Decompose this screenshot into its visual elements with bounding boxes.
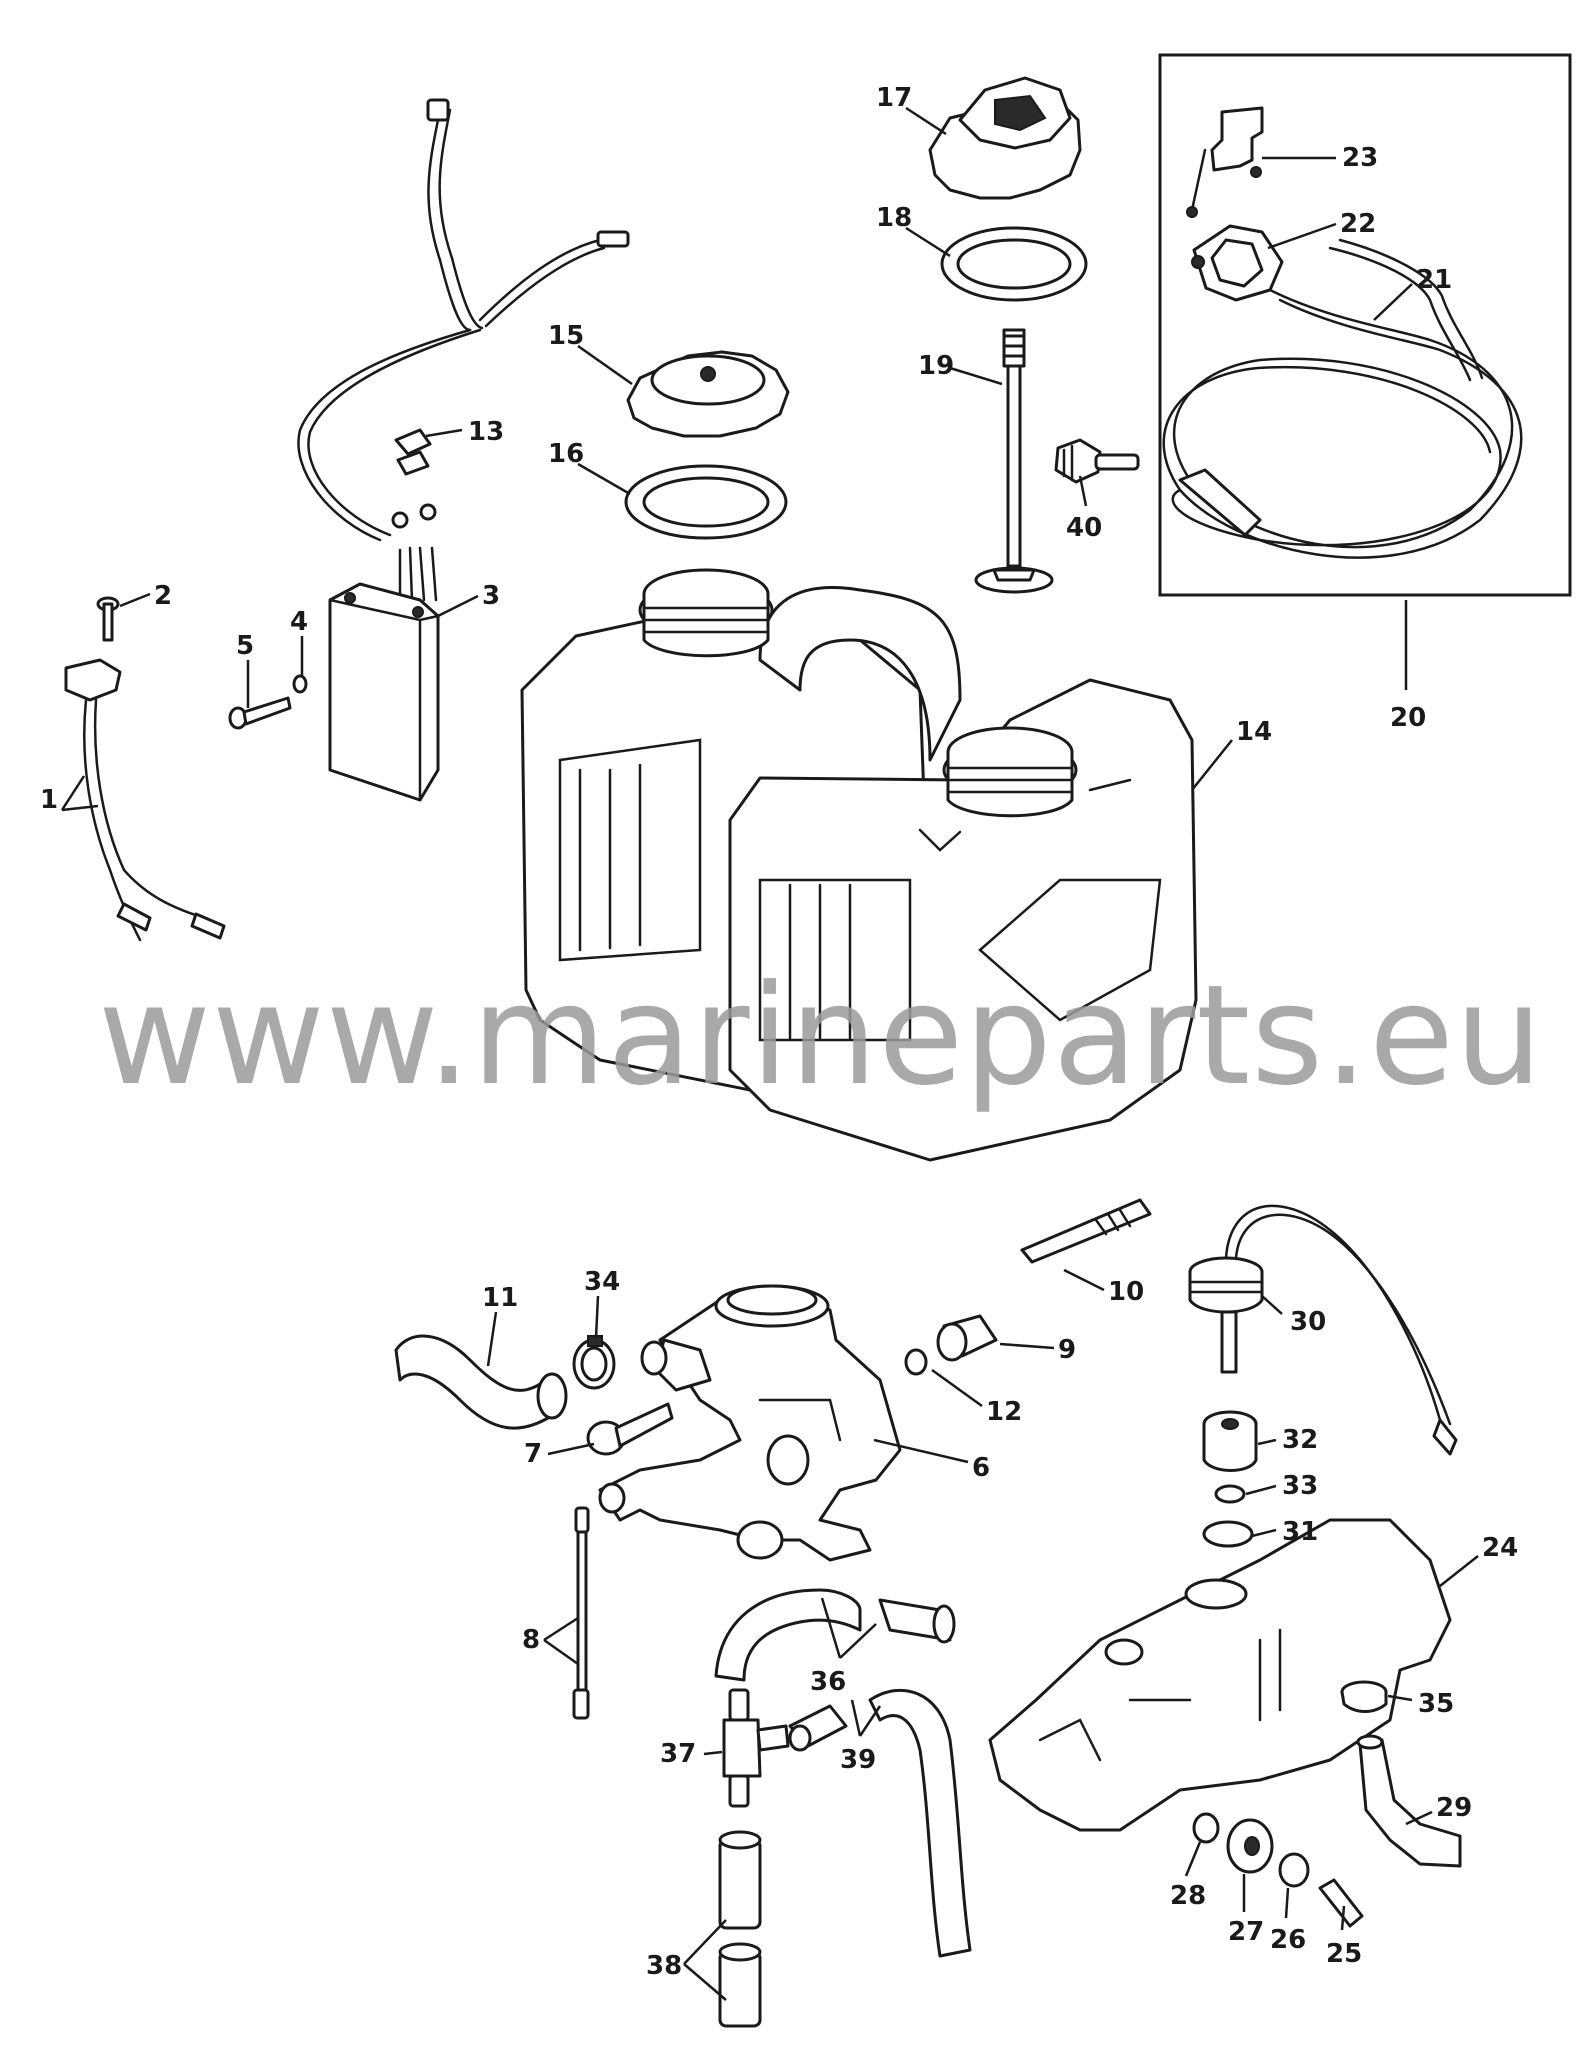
hose-part-38 (718, 1830, 762, 2028)
callout-15: 15 (548, 321, 584, 351)
tank-cap-part-15 (626, 350, 790, 438)
gasket-part-16 (624, 464, 788, 540)
fuel-cap-part-17 (928, 76, 1082, 200)
callout-38: 38 (646, 1951, 682, 1981)
callout-17: 17 (876, 83, 912, 113)
pickup-tube-part-19 (974, 328, 1054, 594)
callout-23: 23 (1342, 143, 1378, 173)
callout-29: 29 (1436, 1793, 1472, 1823)
callout-31: 31 (1282, 1517, 1318, 1547)
callout-13: 13 (468, 417, 504, 447)
callout-12: 12 (986, 1397, 1022, 1427)
callout-2: 2 (154, 581, 172, 611)
callout-32: 32 (1282, 1425, 1318, 1455)
fuel-hose-part-21 (1162, 238, 1523, 559)
hose-part-29 (1356, 1734, 1462, 1868)
callout-35: 35 (1418, 1689, 1454, 1719)
callout-27: 27 (1228, 1917, 1264, 1947)
callout-11: 11 (482, 1283, 518, 1313)
callout-16: 16 (548, 439, 584, 469)
callout-37: 37 (660, 1739, 696, 1769)
hose-part-36 (714, 1588, 956, 1682)
o-ring-part-31 (1202, 1520, 1254, 1548)
clamp-part-34 (572, 1335, 616, 1390)
callout-26: 26 (1270, 1925, 1306, 1955)
fitting-part-40 (1054, 438, 1140, 484)
sensor-cap-part-30 (1188, 1204, 1458, 1456)
fuel-pump-part-6 (598, 1284, 902, 1562)
callout-39: 39 (840, 1745, 876, 1775)
callout-36: 36 (810, 1667, 846, 1697)
callout-25: 25 (1326, 1939, 1362, 1969)
callout-5: 5 (236, 631, 254, 661)
callout-28: 28 (1170, 1881, 1206, 1911)
callout-18: 18 (876, 203, 912, 233)
screw-part-25 (1318, 1878, 1364, 1928)
callout-8: 8 (522, 1625, 540, 1655)
callout-21: 21 (1416, 265, 1452, 295)
bracket-part-23 (1186, 106, 1264, 218)
callout-20: 20 (1390, 703, 1426, 733)
callout-24: 24 (1482, 1533, 1518, 1563)
callout-6: 6 (972, 1453, 990, 1483)
cap-part-35 (1340, 1680, 1388, 1713)
inset-box (1158, 53, 1572, 597)
oil-reservoir-part-24 (988, 1518, 1452, 1832)
hose-part-11 (394, 1334, 568, 1430)
callout-30: 30 (1290, 1307, 1326, 1337)
callout-9: 9 (1058, 1335, 1076, 1365)
callout-1: 1 (40, 785, 58, 815)
callout-7: 7 (524, 1439, 542, 1469)
callout-10: 10 (1108, 1277, 1144, 1307)
grommet-part-27 (1226, 1818, 1274, 1874)
washer-part-26 (1278, 1852, 1310, 1888)
oil-tank-part-14 (520, 568, 1198, 1162)
callout-34: 34 (584, 1267, 620, 1297)
gasket-part-18 (940, 226, 1088, 302)
callout-22: 22 (1340, 209, 1376, 239)
callout-14: 14 (1236, 717, 1272, 747)
washer-part-4 (292, 674, 308, 694)
screw-part-5 (228, 696, 292, 730)
tee-fitting-part-37 (722, 1688, 790, 1808)
bushing-part-32 (1202, 1410, 1258, 1472)
callout-33: 33 (1282, 1471, 1318, 1501)
washer-part-33 (1214, 1484, 1246, 1504)
sensor-harness-part-1 (64, 658, 226, 942)
hose-part-39 (788, 1688, 972, 1958)
spacer-part-28 (1192, 1812, 1220, 1844)
screw-part-2 (96, 596, 120, 642)
module-part-3 (328, 582, 440, 802)
o-ring-part-12 (904, 1348, 928, 1376)
leader-lines (60, 106, 1479, 2001)
callout-labels: 1 2 3 4 5 6 7 8 9 10 11 12 13 14 15 16 1… (40, 83, 1518, 1981)
fuel-connector-part-22 (1191, 224, 1284, 302)
callout-19: 19 (918, 351, 954, 381)
hose-part-10 (1020, 1198, 1152, 1264)
wire-harness-part-13 (297, 98, 630, 602)
callout-3: 3 (482, 581, 500, 611)
callout-4: 4 (290, 607, 308, 637)
filter-part-9 (936, 1314, 998, 1362)
screw-part-7 (586, 1402, 674, 1456)
callout-40: 40 (1066, 513, 1102, 543)
rod-part-8 (572, 1506, 590, 1720)
